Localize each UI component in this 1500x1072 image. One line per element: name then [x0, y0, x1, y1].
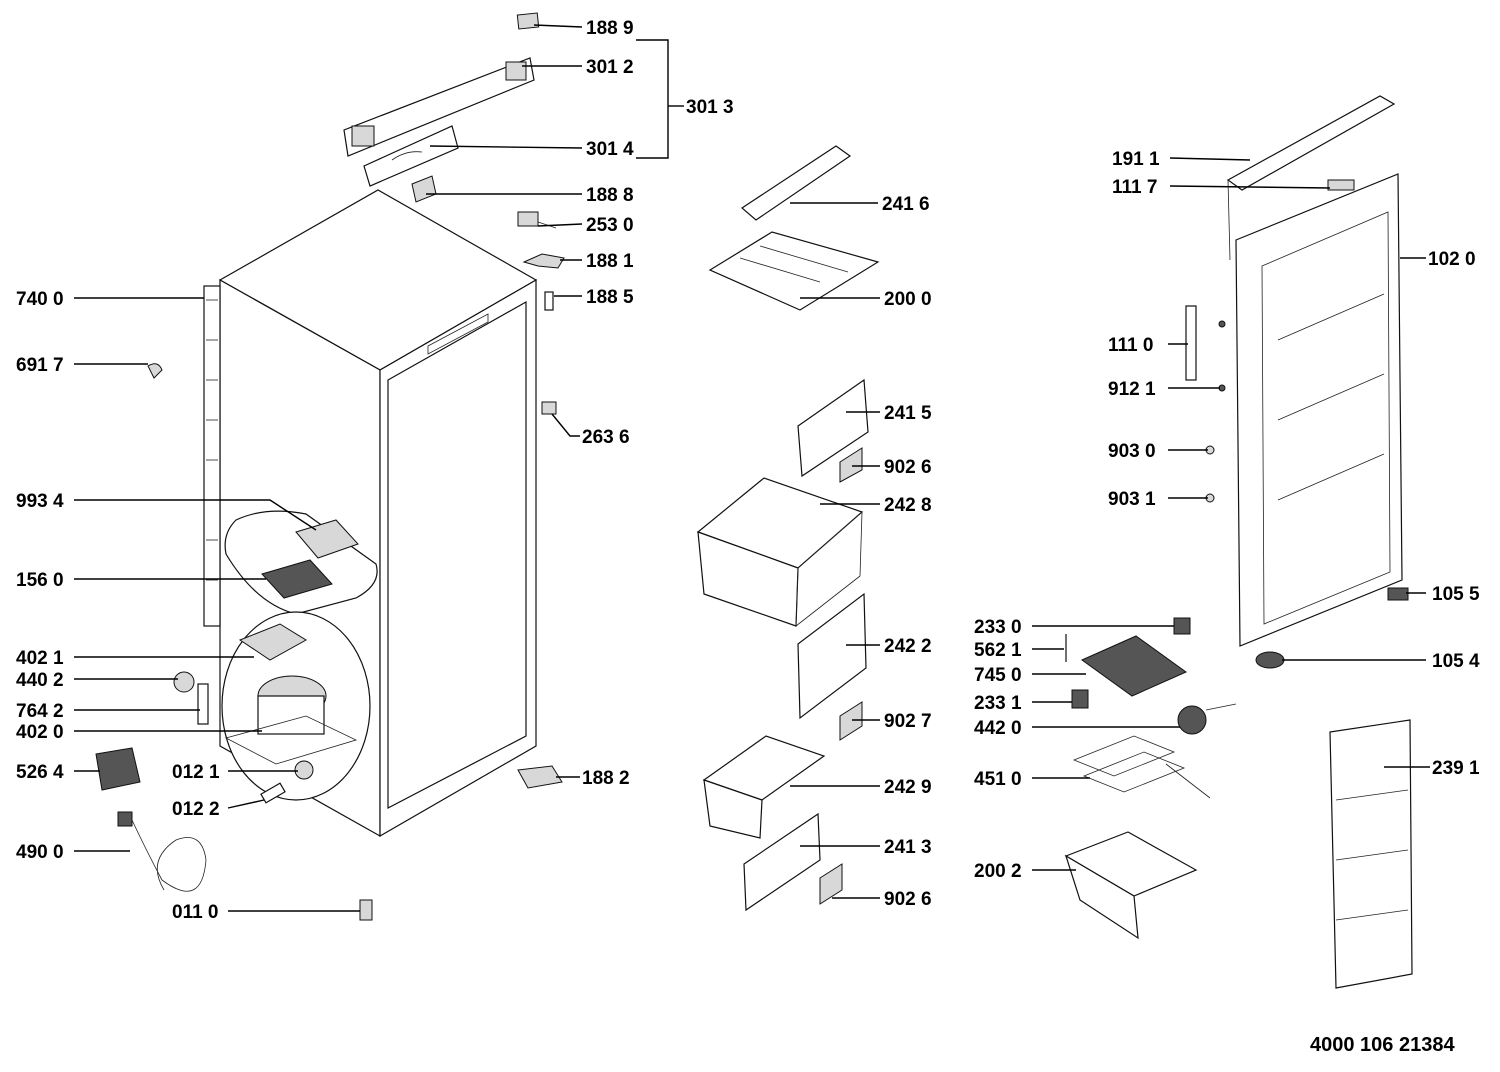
part-label: 241 5: [884, 403, 932, 424]
part-label: 562 1: [974, 640, 1022, 661]
part-241-3-flap-drawing: [743, 812, 821, 912]
part-label: 105 5: [1432, 584, 1480, 605]
part-label: 903 0: [1108, 441, 1156, 462]
part-451-0-heater-drawing: [1072, 735, 1211, 799]
part-188-1-drawing: [522, 253, 565, 269]
part-label: 233 0: [974, 617, 1022, 638]
part-label: 012 1: [172, 762, 220, 783]
part-label: 902 7: [884, 711, 932, 732]
part-241-6-flap-drawing: [741, 145, 852, 221]
part-label: 242 8: [884, 495, 932, 516]
part-111-7-drawing: [1327, 179, 1355, 191]
part-442-0-fan-drawing: [1177, 703, 1237, 735]
part-526-4-relay-drawing: [95, 747, 141, 791]
part-233-0-drawing: [1173, 617, 1191, 635]
document-number: 4000 106 21384: [1310, 1034, 1455, 1056]
part-902-6-handle-drawing-b: [819, 863, 843, 905]
part-label: 451 0: [974, 769, 1022, 790]
part-200-2-cover-drawing: [1064, 831, 1198, 940]
part-label: 011 0: [172, 902, 219, 923]
part-111-0-hinge-drawing: [1185, 305, 1197, 381]
part-188-5-drawing: [544, 291, 554, 311]
part-490-0-cable-drawing: [117, 811, 207, 892]
part-label: 902 6: [884, 457, 932, 478]
part-label: 691 7: [16, 355, 64, 376]
part-label: 402 0: [16, 722, 64, 743]
part-188-8-drawing: [411, 175, 437, 203]
part-188-9-drawing: [516, 12, 540, 30]
part-label: 740 0: [16, 289, 64, 310]
part-012-1-drawing: [294, 760, 314, 780]
leader-lines: [74, 24, 1430, 912]
part-label: 902 6: [884, 889, 932, 910]
part-242-8-basket-drawing: [696, 477, 864, 627]
part-label: 903 1: [1108, 489, 1156, 510]
part-label: 105 4: [1432, 651, 1480, 672]
part-label: 200 2: [974, 861, 1022, 882]
part-label: 102 0: [1428, 249, 1476, 270]
part-200-0-shelf-drawing: [708, 231, 880, 311]
part-label: 241 6: [882, 194, 930, 215]
part-label: 263 6: [582, 427, 630, 448]
part-912-1-drawing: [1218, 320, 1226, 392]
part-label: 526 4: [16, 762, 64, 783]
part-label: 111 0: [1108, 335, 1153, 356]
part-233-1-drawing: [1071, 689, 1089, 709]
part-764-2-drawing: [197, 683, 209, 725]
part-188-2-drawing: [517, 765, 563, 789]
part-label: 188 1: [586, 251, 634, 272]
part-labels: 188 9 301 2 301 3 301 4 188 8 253 0 188 …: [16, 18, 1480, 923]
part-label: 745 0: [974, 665, 1022, 686]
part-label: 442 0: [974, 718, 1022, 739]
part-label: 233 1: [974, 693, 1022, 714]
part-label: 440 2: [16, 670, 64, 691]
part-label: 301 3: [686, 97, 734, 118]
part-label: 912 1: [1108, 379, 1156, 400]
part-440-2-drawing: [173, 671, 195, 693]
part-239-1-panel-drawing: [1329, 719, 1413, 989]
part-691-7-clip-drawing: [147, 363, 163, 379]
part-740-0-condenser-drawing: [203, 285, 221, 627]
part-263-6-drawing: [541, 401, 557, 415]
part-label: 188 2: [582, 768, 630, 789]
part-label: 241 3: [884, 837, 932, 858]
part-label: 242 9: [884, 777, 932, 798]
part-301-2-control-panel-drawing: [343, 57, 535, 157]
part-993-4-156-0-detail-drawing: [224, 510, 378, 615]
part-242-2-flap-drawing: [797, 592, 867, 720]
part-012-2-drawing: [260, 782, 286, 804]
part-label: 188 8: [586, 185, 634, 206]
part-label: 301 4: [586, 139, 634, 160]
part-011-0-foot-drawing: [359, 899, 373, 921]
part-label: 402 1: [16, 648, 64, 669]
part-label: 242 2: [884, 636, 932, 657]
part-745-0-heater-drawing: [1081, 635, 1187, 697]
part-label: 200 0: [884, 289, 932, 310]
part-label: 156 0: [16, 570, 64, 591]
part-label: 253 0: [586, 215, 634, 236]
part-102-0-door-drawing: [1235, 173, 1403, 647]
compressor-detail-drawing: [221, 611, 371, 801]
part-label: 490 0: [16, 842, 64, 863]
part-902-7-handle-drawing: [839, 701, 863, 741]
part-label: 239 1: [1432, 758, 1480, 779]
part-label: 111 7: [1112, 177, 1157, 198]
part-label: 188 5: [586, 287, 634, 308]
parts-drawings: [95, 12, 1413, 989]
part-301-4-decor-strip-drawing: [363, 125, 459, 187]
part-label: 012 2: [172, 799, 220, 820]
part-label: 993 4: [16, 491, 64, 512]
part-label: 191 1: [1112, 149, 1160, 170]
part-903-screws-drawing: [1205, 445, 1215, 503]
part-105-5-drawing: [1387, 587, 1409, 601]
part-label: 301 2: [586, 57, 634, 78]
part-label: 764 2: [16, 701, 64, 722]
part-105-4-drawing: [1255, 651, 1285, 669]
part-241-5-flap-drawing: [797, 378, 869, 478]
part-242-9-basket-drawing: [702, 735, 826, 839]
part-label: 188 9: [586, 18, 634, 39]
part-902-6-handle-drawing-a: [839, 447, 863, 483]
